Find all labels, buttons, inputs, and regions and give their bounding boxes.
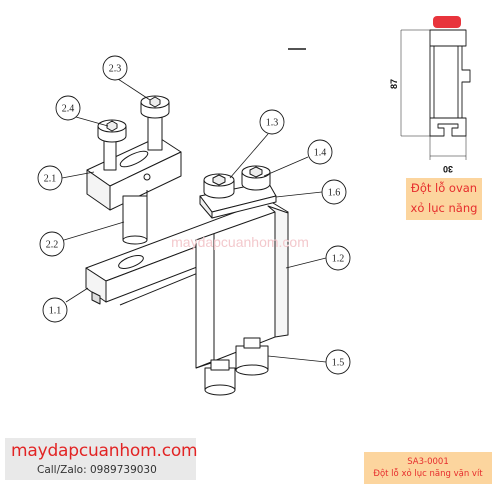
- profile-height-label: 87: [389, 79, 399, 89]
- callout-label: 1.2: [332, 254, 345, 265]
- clamp-assembly: [199, 165, 277, 219]
- callout-label: 2.3: [109, 64, 122, 75]
- watermark: maydapcuanhom.com: [171, 234, 309, 250]
- callout-1-4: [307, 139, 333, 165]
- profile-section: [400, 29, 471, 160]
- product-code: SA3-0001: [407, 457, 449, 467]
- callout-label: 2.4: [62, 104, 75, 115]
- callout-2-3: [102, 55, 128, 81]
- punch-position-marker: [433, 16, 461, 28]
- callout-1-6: [321, 179, 347, 205]
- bottom-screws: [204, 337, 269, 396]
- feature-line-2: xỏ lục năng: [410, 201, 478, 215]
- callout-labels: 2.3 2.4 1.3 1.4 2.1 1.6 2.2 1.2 1.1 1.5: [44, 64, 345, 369]
- callout-label: 1.4: [314, 148, 327, 159]
- punch-pin: [122, 190, 148, 245]
- leader-lines: [61, 78, 327, 363]
- callout-2-2: [39, 231, 65, 257]
- callout-circles: [37, 55, 351, 375]
- callout-2-4: [55, 95, 81, 121]
- oval-slot: [118, 255, 144, 269]
- site-link[interactable]: maydapcuanhom.com: [11, 441, 198, 461]
- callout-1-5: [325, 349, 351, 375]
- callout-2-1: [37, 165, 63, 191]
- vertical-body: [195, 205, 289, 369]
- site-banner: maydapcuanhom.com Call/Zalo: 0989739030: [5, 438, 198, 480]
- profile-width-label: 30: [443, 164, 453, 174]
- callout-1-1: [42, 297, 68, 323]
- top-screws: [97, 95, 170, 171]
- callout-label: 1.6: [328, 188, 341, 199]
- callout-label: 2.1: [44, 174, 57, 185]
- product-tag: SA3-0001 Đột lỗ xỏ lục năng vặn vít: [364, 452, 492, 484]
- feature-line-1: Đột lỗ ovan: [410, 181, 478, 195]
- callout-label: 2.2: [46, 240, 59, 251]
- callout-1-3: [259, 109, 285, 135]
- feature-badge: Đột lỗ ovan xỏ lục năng: [406, 178, 482, 220]
- contact-phone: Call/Zalo: 0989739030: [37, 464, 157, 476]
- callout-label: 1.5: [332, 358, 345, 369]
- product-description: Đột lỗ xỏ lục năng vặn vít: [373, 469, 483, 479]
- callout-1-2: [325, 245, 351, 271]
- callout-label: 1.1: [49, 306, 62, 317]
- callout-label: 1.3: [266, 118, 279, 129]
